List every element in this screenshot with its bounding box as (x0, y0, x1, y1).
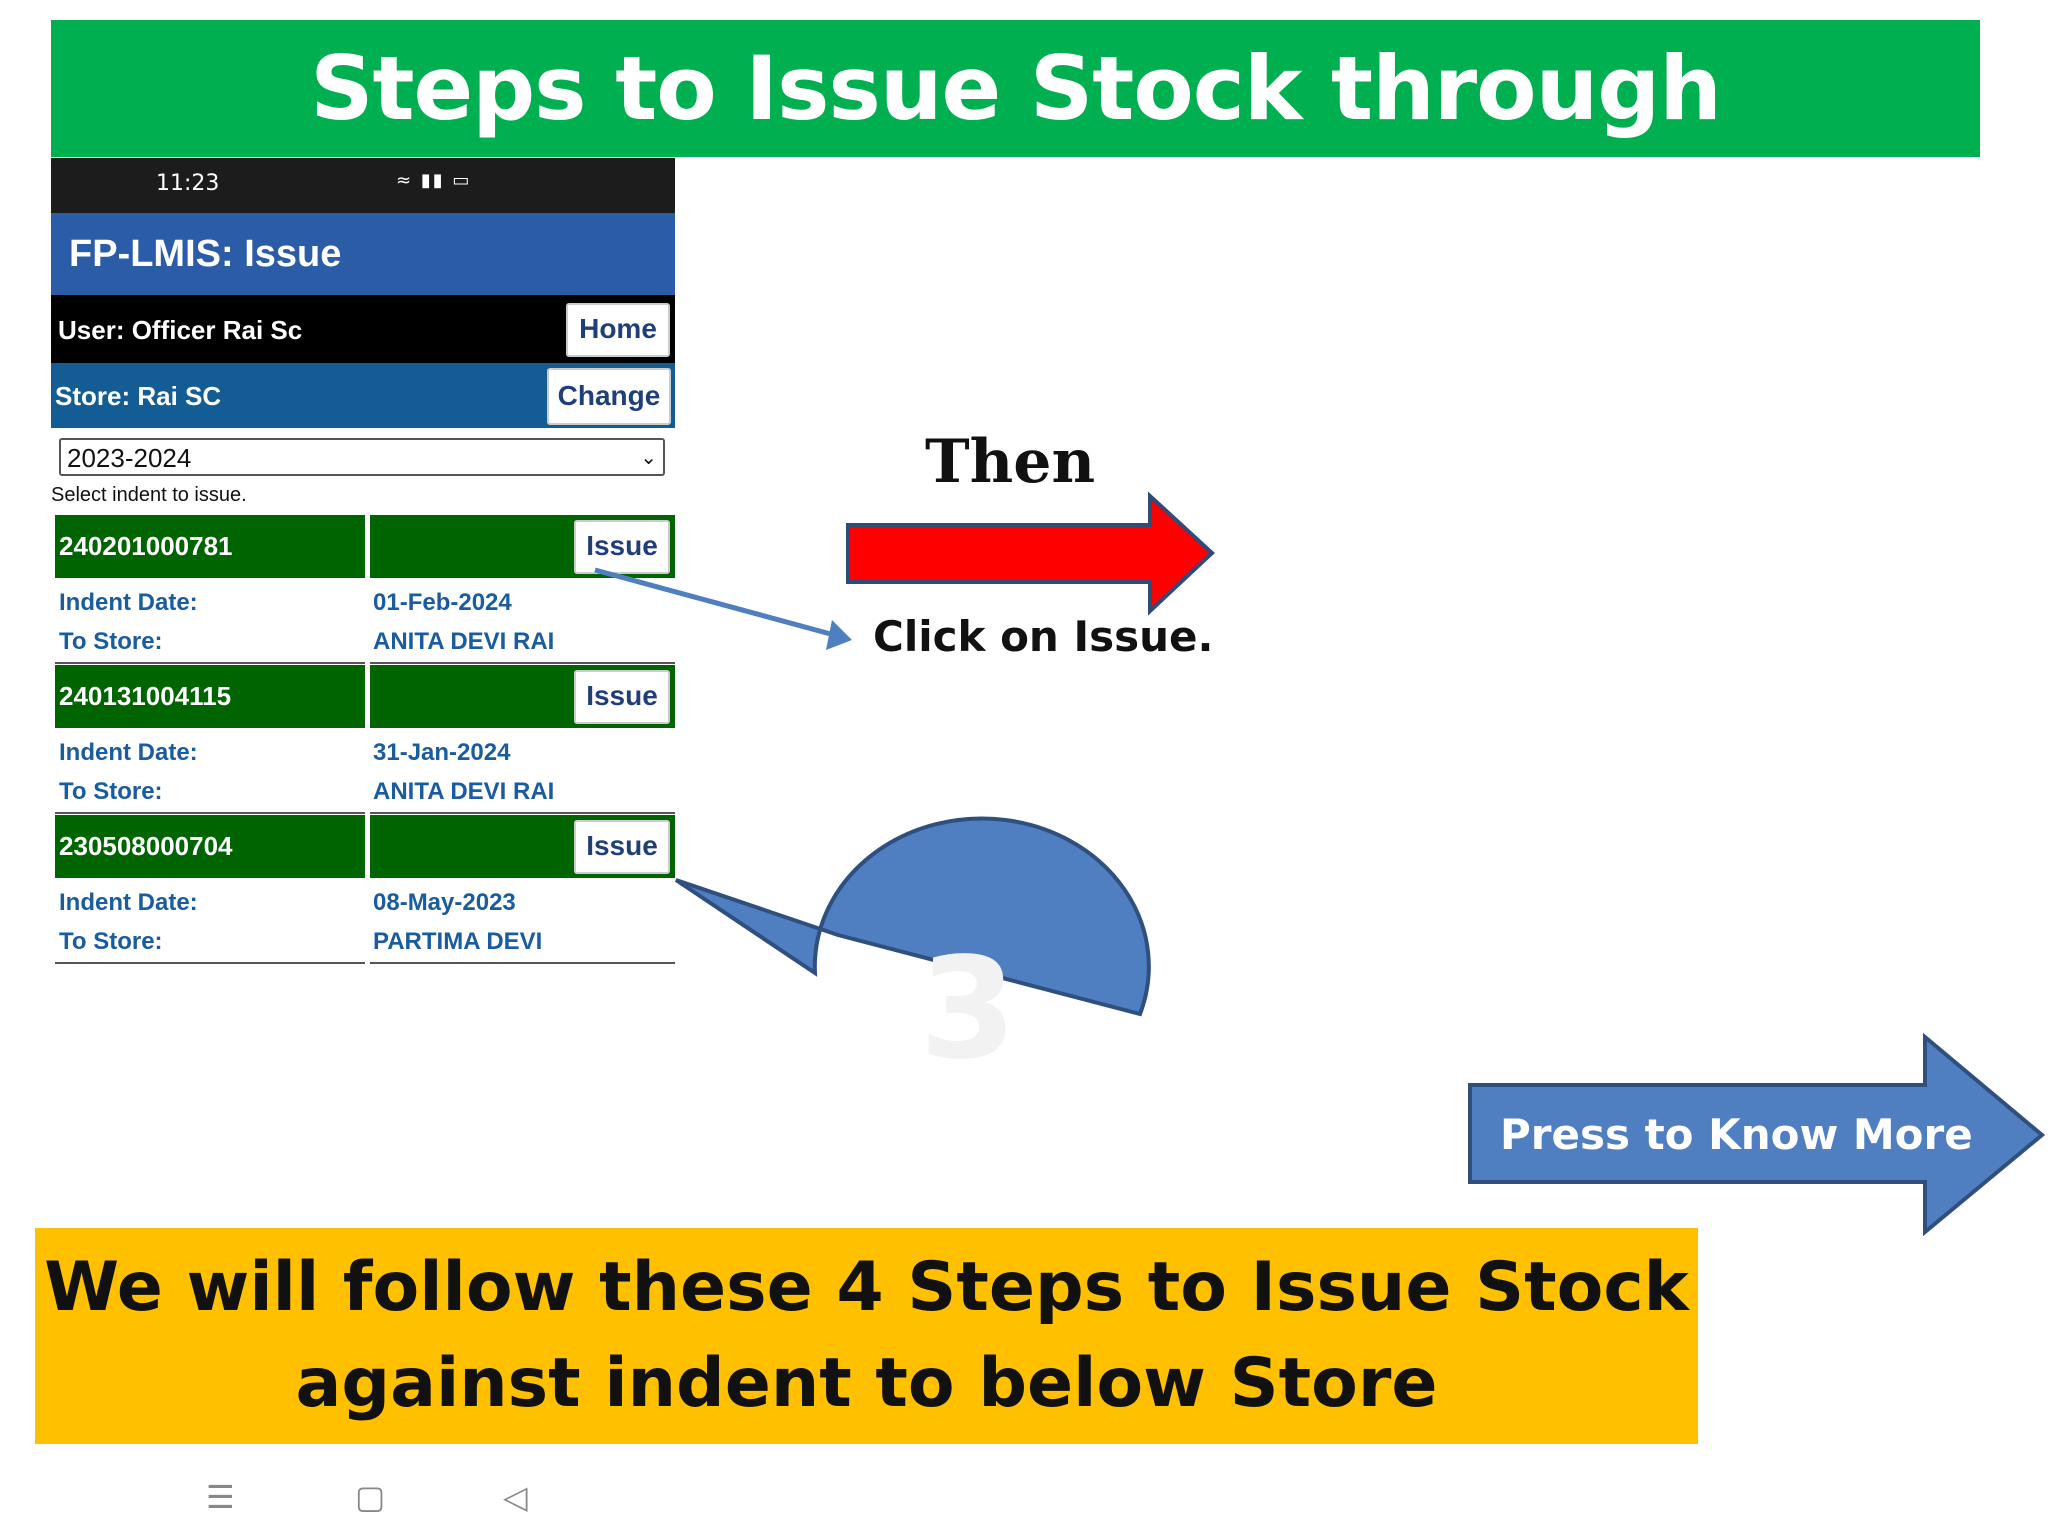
bottom-banner-line2: against indent to below Store (295, 1344, 1438, 1423)
battery-icon: ▭ (452, 170, 472, 191)
status-bar: 11:23 ≈ ▮▮ ▭ (51, 158, 675, 213)
wifi-icon: ≈ (396, 170, 414, 191)
store-bar: Store: Rai SC Change (51, 363, 675, 428)
back-icon[interactable]: ◁ (503, 1479, 528, 1515)
status-icons: ≈ ▮▮ ▭ (396, 170, 471, 191)
status-time: 11:23 (156, 171, 220, 196)
user-label: User: Officer Rai Sc (58, 315, 303, 345)
user-bar: User: Officer Rai Sc Home (51, 295, 675, 363)
indent-action-cell: Issue (370, 815, 675, 878)
year-select-value: 2023-2024 (67, 443, 192, 473)
issue-button[interactable]: Issue (574, 670, 670, 724)
issue-button[interactable]: Issue (574, 820, 670, 874)
know-more-arrow-icon[interactable] (1468, 1032, 2046, 1237)
indent-card: 230508000704 Issue Indent Date: 08-May-2… (55, 815, 675, 965)
app-title: FP-LMIS: Issue (51, 213, 675, 295)
to-store-value: PARTIMA DEVI (373, 928, 543, 955)
click-hint: Click on Issue. (873, 612, 1214, 661)
to-store-label: To Store: (59, 778, 163, 805)
change-button[interactable]: Change (547, 368, 671, 425)
home-square-icon[interactable]: ▢ (355, 1479, 386, 1515)
indent-date-label: Indent Date: (59, 889, 198, 916)
pointer-arrowhead (826, 620, 852, 650)
store-label: Store: Rai SC (55, 381, 222, 411)
slide-title: Steps to Issue Stock through Application (51, 20, 1980, 277)
indent-date-label: Indent Date: (59, 739, 198, 766)
to-store-label: To Store: (59, 928, 163, 955)
red-arrow-icon (846, 491, 1215, 616)
indent-action-cell: Issue (370, 665, 675, 728)
then-label: Then (925, 427, 1096, 497)
year-select[interactable]: 2023-2024 ⌄ (59, 438, 665, 476)
pointer-line (594, 567, 839, 639)
indent-action-cell: Issue (370, 515, 675, 578)
to-store-value: ANITA DEVI RAI (373, 778, 555, 805)
bottom-banner: We will follow these 4 Steps to Issue St… (35, 1228, 1698, 1444)
menu-icon[interactable]: ☰ (206, 1479, 235, 1515)
indent-id: 230508000704 (55, 815, 365, 878)
indent-id: 240131004115 (55, 665, 365, 728)
callout-bubble (674, 816, 1151, 1017)
issue-button[interactable]: Issue (574, 520, 670, 574)
phone-screenshot: 11:23 ≈ ▮▮ ▭ FP-LMIS: Issue User: Office… (51, 158, 675, 966)
divider (55, 962, 365, 964)
to-store-label: To Store: (59, 628, 163, 655)
indent-card: 240131004115 Issue Indent Date: 31-Jan-2… (55, 665, 675, 815)
signal-icon: ▮▮ (420, 170, 445, 191)
indent-date-label: Indent Date: (59, 589, 198, 616)
divider (370, 962, 675, 964)
indent-date-value: 08-May-2023 (373, 889, 516, 916)
to-store-value: ANITA DEVI RAI (373, 628, 555, 655)
know-more-button[interactable]: Press to Know More (1500, 1110, 1973, 1159)
indent-id: 240201000781 (55, 515, 365, 578)
divider (370, 812, 675, 814)
android-nav-bar: ☰ ▢ ◁ (200, 1478, 540, 1518)
indent-date-value: 01-Feb-2024 (373, 589, 512, 616)
divider (55, 662, 365, 664)
bottom-banner-line1: We will follow these 4 Steps to Issue St… (44, 1248, 1689, 1327)
step-number: 3 (919, 928, 1016, 1091)
divider (55, 812, 365, 814)
divider (370, 662, 675, 664)
indent-date-value: 31-Jan-2024 (373, 739, 511, 766)
chevron-down-icon: ⌄ (640, 447, 657, 469)
select-hint: Select indent to issue. (51, 484, 247, 506)
home-button[interactable]: Home (566, 303, 670, 357)
indent-card: 240201000781 Issue Indent Date: 01-Feb-2… (55, 515, 675, 665)
